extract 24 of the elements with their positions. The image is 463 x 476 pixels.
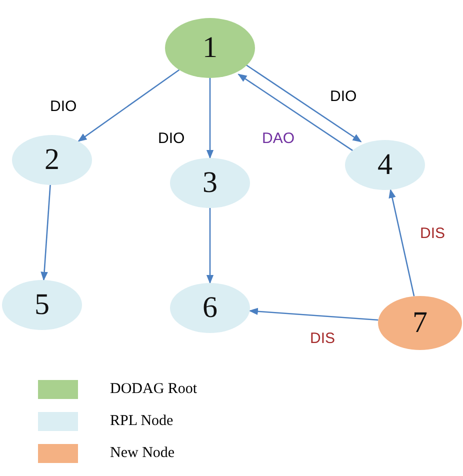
- node-ellipse: 5: [2, 280, 82, 330]
- legend-label: New Node: [110, 445, 175, 462]
- node-ellipse: 4: [345, 140, 425, 190]
- arrow: [388, 188, 415, 296]
- arrow: [206, 78, 214, 159]
- edge-label: DIO: [158, 130, 185, 147]
- node-ellipse: 6: [170, 283, 250, 333]
- node-ellipse: 3: [170, 158, 250, 208]
- edge-label: DIO: [330, 88, 357, 105]
- node-ellipse: 7: [378, 296, 462, 350]
- edge-label: DIS: [310, 330, 336, 347]
- arrow: [238, 74, 355, 152]
- edge-label: DIO: [50, 98, 77, 115]
- legend-label: RPL Node: [110, 413, 174, 430]
- node-ellipse: 1: [165, 18, 255, 78]
- arrow: [40, 184, 51, 281]
- edge-label: DAO: [262, 130, 295, 147]
- node-ellipse: 2: [12, 135, 92, 185]
- legend-label: DODAG Root: [110, 381, 198, 398]
- arrow: [78, 69, 180, 142]
- arrow: [244, 64, 362, 142]
- edge-label: DIS: [420, 225, 446, 242]
- arrow: [248, 308, 378, 321]
- arrow: [206, 208, 214, 284]
